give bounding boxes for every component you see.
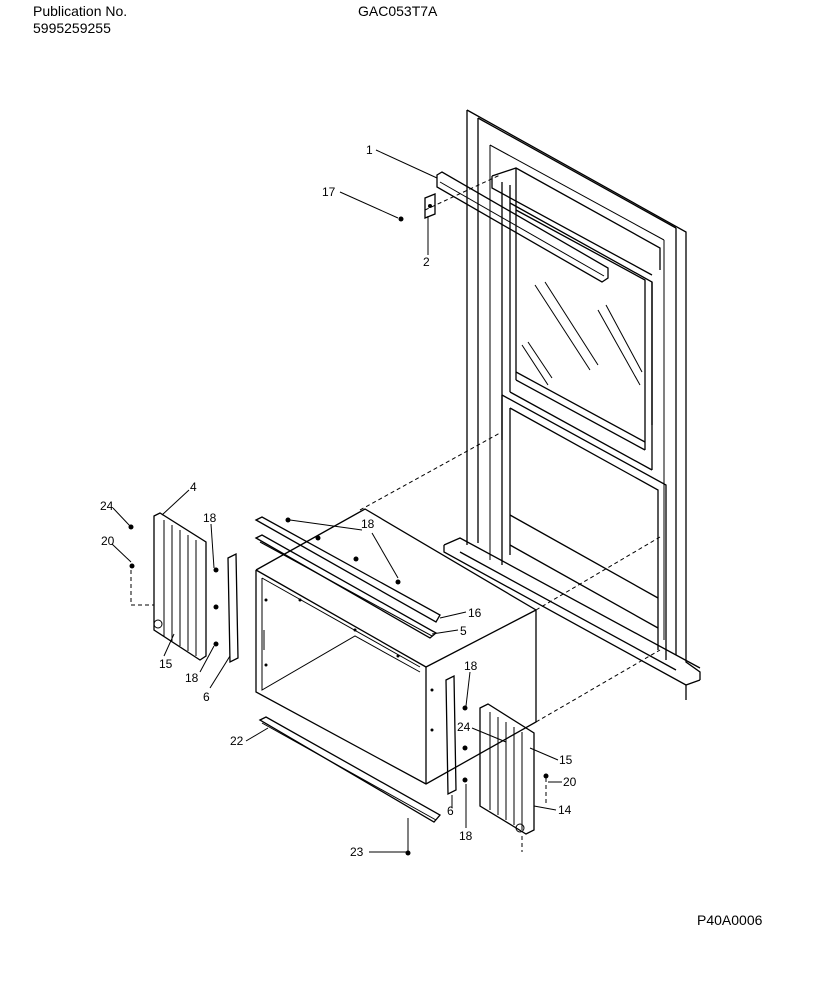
callout-4: 4 (190, 480, 197, 494)
left-screws (128, 524, 219, 647)
callout-18-left-top: 18 (203, 511, 217, 525)
callout-5: 5 (460, 624, 467, 638)
part-2-bracket (424, 193, 436, 219)
part-23-screw (405, 850, 411, 856)
model-number: GAC053T7A (358, 3, 438, 19)
callout-labels: 1 17 2 24 4 20 18 15 18 6 18 16 5 18 24 … (100, 143, 577, 859)
callout-18-top: 18 (361, 517, 375, 531)
callout-18-right-bottom: 18 (459, 829, 473, 843)
part-22-bottom-rail (258, 716, 442, 823)
callout-23: 23 (350, 845, 364, 859)
callout-17: 17 (322, 185, 336, 199)
cabinet-sleeve (255, 508, 537, 785)
callout-18-right: 18 (464, 659, 478, 673)
right-screws (462, 705, 549, 783)
part-17-screw (398, 216, 404, 222)
callout-16: 16 (468, 606, 482, 620)
figure-code: P40A0006 (697, 912, 763, 928)
publication-label: Publication No. (33, 3, 128, 19)
callout-20-right: 20 (563, 775, 577, 789)
right-side-bracket-6 (445, 674, 457, 796)
alignment-lines (359, 174, 661, 723)
publication-number: 5995259255 (33, 20, 111, 36)
callout-20-left: 20 (101, 534, 115, 548)
callout-6-right: 6 (447, 804, 454, 818)
right-curtain-panel (479, 703, 547, 852)
screws-18-top (285, 517, 401, 585)
callout-24-left: 24 (100, 499, 114, 513)
callout-22: 22 (230, 734, 244, 748)
left-curtain-panel (130, 512, 207, 661)
leader-lines (111, 149, 562, 853)
part-5-top-channel (254, 534, 438, 639)
callout-14: 14 (558, 803, 572, 817)
callout-18-left-bottom: 18 (185, 671, 199, 685)
callout-6-left: 6 (203, 690, 210, 704)
left-side-bracket-6 (227, 552, 239, 664)
part-16-top-channel (254, 516, 441, 623)
callout-1: 1 (366, 143, 373, 157)
callout-2: 2 (423, 255, 430, 269)
callout-15-right: 15 (559, 753, 573, 767)
callout-15-left: 15 (159, 657, 173, 671)
callout-24-right: 24 (457, 720, 471, 734)
part-1-top-channel (436, 171, 609, 283)
window-frame (443, 109, 701, 700)
